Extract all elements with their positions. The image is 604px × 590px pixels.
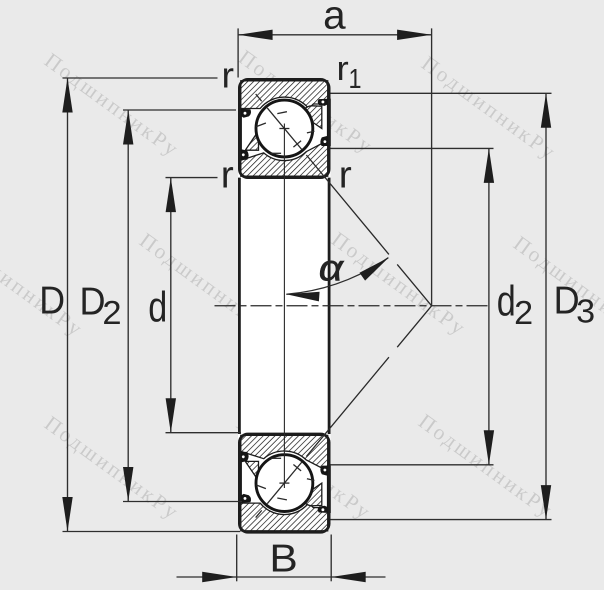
svg-text:d: d [497,278,516,326]
svg-text:2: 2 [102,294,121,331]
svg-text:D: D [80,280,106,324]
svg-text:r: r [339,155,352,197]
svg-text:a: a [323,0,346,38]
svg-text:1: 1 [349,63,362,94]
svg-text:α: α [319,248,345,289]
svg-text:r: r [221,155,234,197]
svg-text:r: r [337,50,349,88]
svg-text:d: d [148,284,167,332]
svg-text:D: D [554,279,580,323]
svg-text:B: B [269,537,297,580]
svg-text:3: 3 [576,293,595,330]
svg-text:2: 2 [514,294,533,331]
svg-text:r: r [222,55,235,96]
svg-text:D: D [39,279,65,323]
